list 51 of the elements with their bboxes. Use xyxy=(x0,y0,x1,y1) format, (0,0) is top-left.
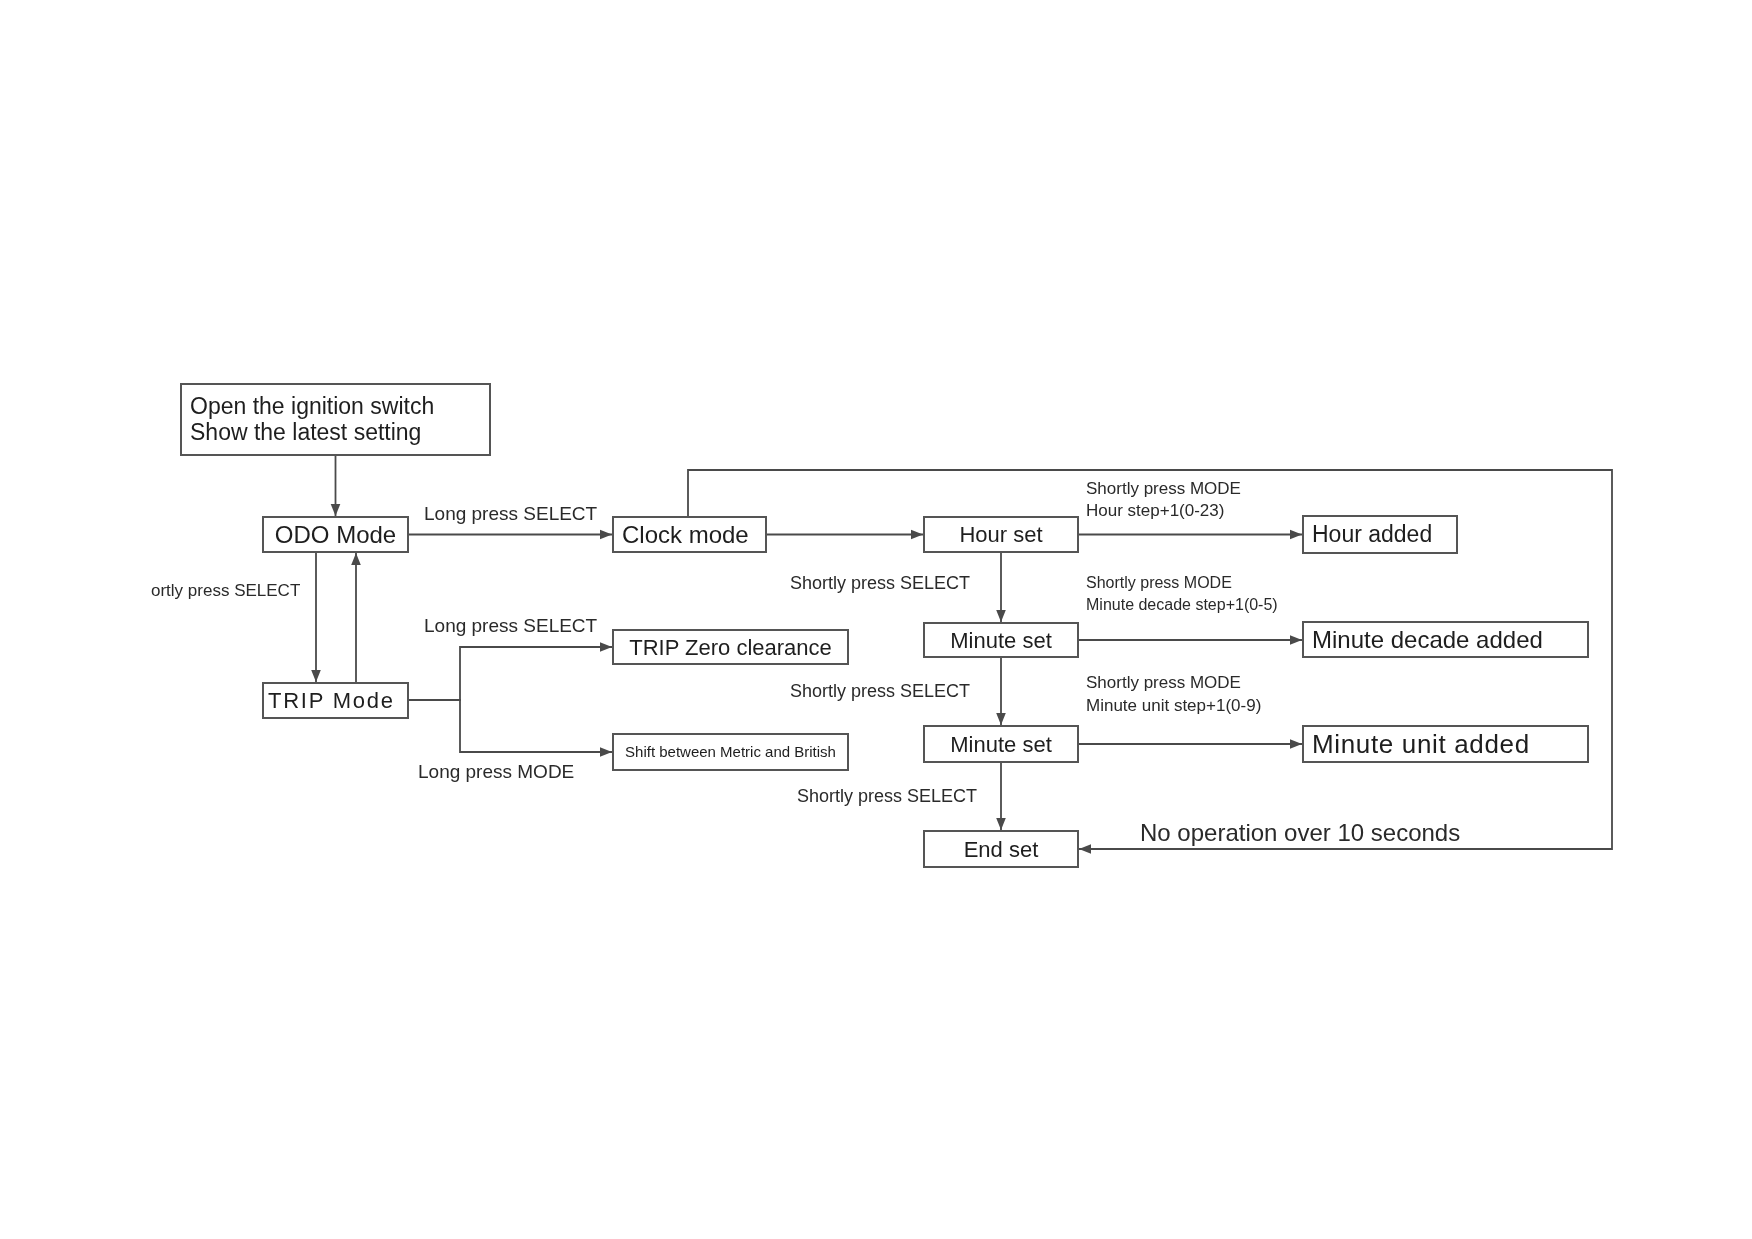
arrow xyxy=(766,529,924,540)
edge-label: Shortly press MODE Hour step+1(0-23) xyxy=(1086,477,1242,523)
box-text: Hour set xyxy=(959,521,1043,549)
arrow xyxy=(351,552,361,683)
process-box xyxy=(1302,725,1589,763)
process-box xyxy=(262,682,409,719)
arrow xyxy=(1078,529,1303,540)
arrow xyxy=(996,657,1006,726)
process-box xyxy=(180,383,491,456)
arrow xyxy=(311,552,321,683)
arrow xyxy=(1078,635,1303,645)
arrow xyxy=(408,529,613,540)
process-box xyxy=(923,516,1079,553)
arrow xyxy=(687,469,1613,854)
box-text: Minute set xyxy=(950,626,1052,655)
box-text: TRIP Zero clearance xyxy=(629,633,832,662)
box-text: ODO Mode xyxy=(274,519,397,550)
box-text: Minute decade added xyxy=(1312,624,1543,655)
process-box xyxy=(612,516,767,553)
process-box xyxy=(1302,515,1458,554)
box-text: Minute unit added xyxy=(1312,727,1530,761)
process-box xyxy=(262,516,409,553)
box-text: TRIP Mode xyxy=(268,687,395,715)
edge-label: Long press SELECT xyxy=(424,614,598,638)
arrow xyxy=(1078,739,1303,749)
box-text: End set xyxy=(963,835,1039,864)
edge-label: No operation over 10 seconds xyxy=(1140,818,1461,848)
box-text: Hour added xyxy=(1312,520,1433,550)
box-text: Shift between Metric and British xyxy=(625,741,836,762)
process-box xyxy=(612,733,849,771)
box-text: Show the latest setting xyxy=(190,419,422,445)
box-text: Minute set xyxy=(950,730,1052,759)
edge-label: Long press MODE xyxy=(418,760,575,784)
edge-label: Shortly press SELECT xyxy=(790,572,971,595)
arrow xyxy=(996,552,1006,623)
edge-label: Shortly press SELECT xyxy=(797,785,978,808)
process-box xyxy=(923,830,1079,868)
box-text: Open the ignition switch xyxy=(190,394,435,420)
arrow xyxy=(408,699,613,757)
edge-label: Shortly press SELECT xyxy=(790,680,971,703)
edge-label: Shortly press MODE Minute unit step+1(0-9) xyxy=(1086,672,1263,717)
process-box xyxy=(612,629,849,665)
process-box xyxy=(1302,621,1589,658)
edge-label: Long press SELECT xyxy=(424,501,598,526)
process-box xyxy=(923,725,1079,763)
process-box xyxy=(923,622,1079,658)
box-text: Clock mode xyxy=(622,519,749,550)
arrow xyxy=(330,455,341,517)
edge-label: Shortly press MODE Minute decade step+1(0-5) xyxy=(1086,573,1279,615)
arrow xyxy=(996,762,1006,831)
edge-label: ortly press SELECT xyxy=(151,580,301,602)
